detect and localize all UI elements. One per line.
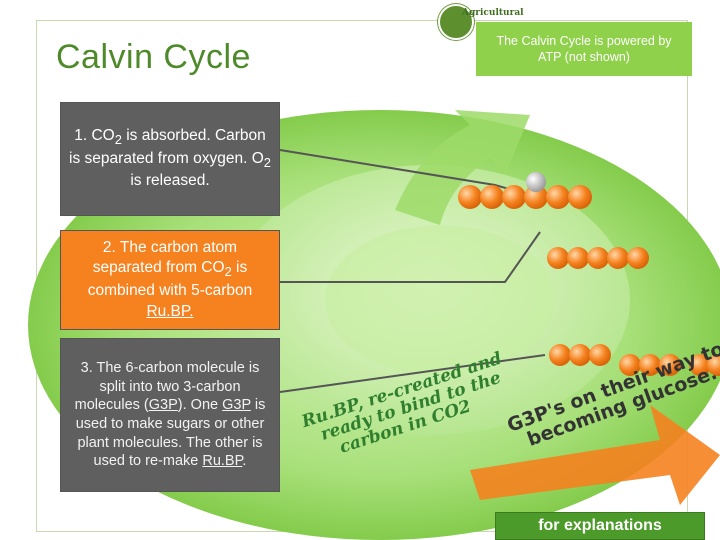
g3p-link[interactable]: G3P — [149, 397, 178, 413]
atp-note: The Calvin Cycle is powered by ATP (not … — [476, 22, 692, 76]
cycle-center — [325, 225, 555, 375]
g3p-link[interactable]: G3P — [222, 397, 251, 413]
explanations-button[interactable]: for explanations — [495, 512, 705, 540]
step-2-text: 2. The carbon atom separated from CO2 is… — [67, 238, 273, 321]
five-carbon-molecule — [547, 247, 649, 269]
step-1-box: 1. CO2 is absorbed. Carbon is separated … — [60, 102, 280, 216]
rubp-link[interactable]: Ru.BP — [202, 453, 242, 469]
step-2-box: 2. The carbon atom separated from CO2 is… — [60, 230, 280, 330]
step-1-text: 1. CO2 is absorbed. Carbon is separated … — [67, 126, 273, 192]
rubp-link[interactable]: Ru.BP. — [146, 303, 193, 320]
step-3-text: 3. The 6-carbon molecule is split into t… — [67, 359, 273, 470]
step-3-box: 3. The 6-carbon molecule is split into t… — [60, 338, 280, 492]
